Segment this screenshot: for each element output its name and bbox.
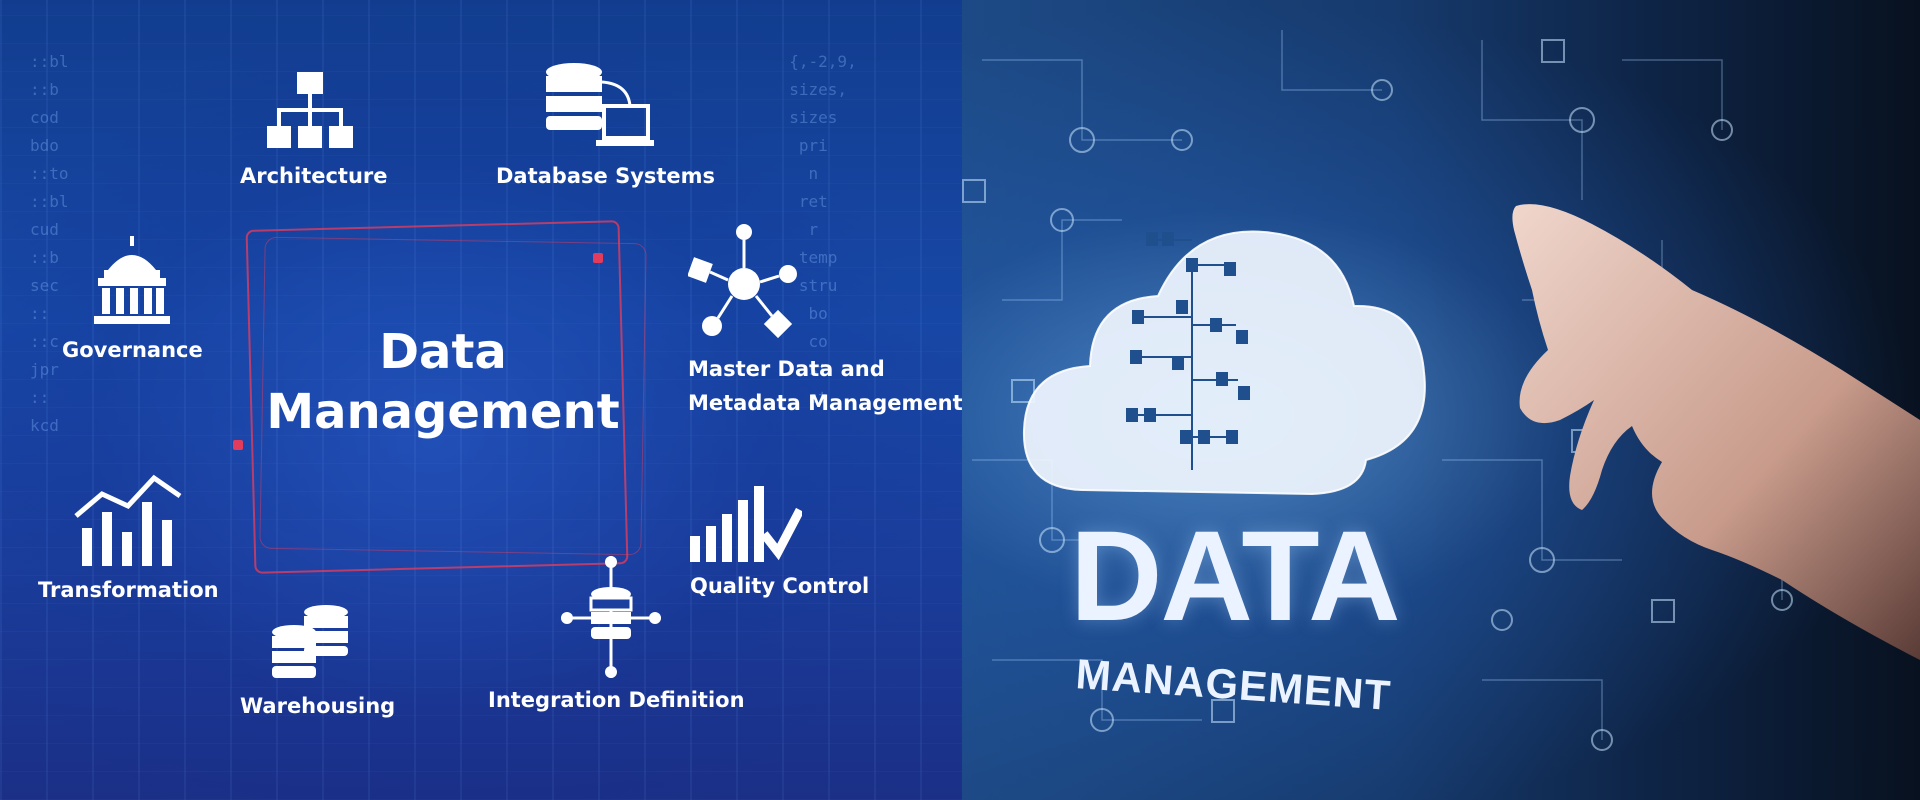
item-quality-control: Quality Control bbox=[690, 480, 870, 598]
code-background-text-right: {,-2,9, sizes, sizes pri n ret r temp st… bbox=[789, 52, 857, 407]
center-title-line1: Data bbox=[379, 324, 507, 380]
code-background-text: ::bl ::b cod bdo ::to ::bl cud ::b sec :… bbox=[30, 52, 69, 435]
left-panel: ::bl ::b cod bdo ::to ::bl cud ::b sec :… bbox=[0, 0, 963, 800]
cloud-tree-icon bbox=[1022, 230, 1426, 496]
network-hub-icon bbox=[688, 224, 797, 339]
frame-dot-top bbox=[593, 253, 603, 263]
architecture-label: Architecture bbox=[240, 164, 388, 188]
warehousing-label: Warehousing bbox=[240, 694, 396, 718]
item-master-data: Master Data and Metadata Management bbox=[688, 222, 963, 420]
item-architecture: Architecture bbox=[240, 70, 388, 188]
quality-control-label: Quality Control bbox=[690, 574, 870, 598]
right-title-data: DATA bbox=[1070, 505, 1400, 648]
frame-dot-left bbox=[233, 440, 243, 450]
center-title-line2: Management bbox=[266, 384, 620, 440]
database-systems-label: Database Systems bbox=[496, 164, 716, 188]
item-transformation: Transformation bbox=[38, 472, 219, 602]
org-chart-icon bbox=[267, 72, 353, 148]
center-title: Data Management bbox=[258, 322, 628, 442]
right-panel bbox=[962, 0, 1920, 800]
database-laptop-icon bbox=[546, 63, 654, 146]
governance-label: Governance bbox=[62, 338, 203, 362]
item-governance: Governance bbox=[62, 236, 203, 362]
integration-definition-label: Integration Definition bbox=[488, 688, 745, 712]
transformation-label: Transformation bbox=[38, 578, 219, 602]
master-data-label-line2: Metadata Management bbox=[688, 391, 963, 415]
circuit-network-background bbox=[962, 30, 1793, 751]
item-integration-definition: Integration Definition bbox=[488, 556, 745, 712]
pointing-hand bbox=[1512, 204, 1920, 660]
capitol-building-icon bbox=[94, 236, 170, 324]
item-database-systems: Database Systems bbox=[496, 62, 716, 188]
item-warehousing: Warehousing bbox=[240, 604, 396, 718]
rising-bars-icon bbox=[74, 474, 182, 566]
bars-checkmark-icon bbox=[690, 486, 802, 562]
stacked-databases-icon bbox=[272, 605, 348, 678]
code-background bbox=[0, 0, 962, 800]
database-arrows-icon bbox=[561, 556, 661, 678]
master-data-label-line1: Master Data and bbox=[688, 357, 885, 381]
